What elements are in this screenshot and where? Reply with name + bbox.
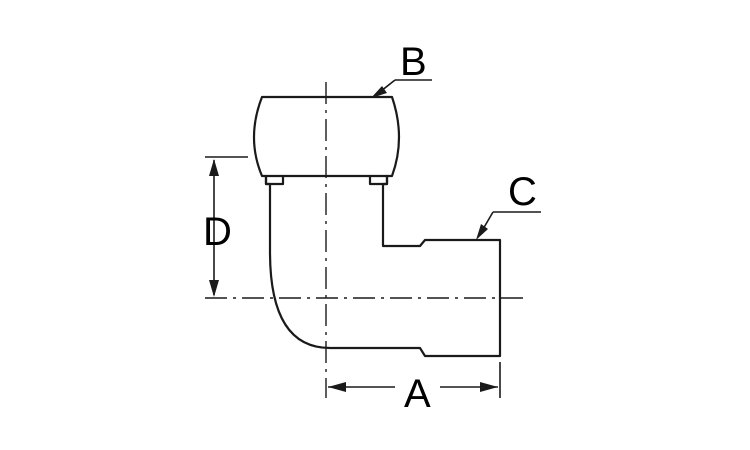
leader-b-arrow [371, 86, 387, 98]
socket-notch-left [264, 174, 285, 186]
label-c: C [508, 170, 537, 214]
label-b: B [400, 40, 427, 84]
socket-notch-right [368, 174, 389, 186]
nut-body [252, 95, 401, 178]
label-d: D [203, 210, 232, 254]
dim-a-arrow-right [480, 382, 498, 392]
label-a: A [404, 372, 431, 416]
dim-a-arrow-left [328, 382, 346, 392]
dim-d-arrow-bottom [209, 280, 219, 297]
dim-d-arrow-top [209, 159, 219, 176]
elbow-body [264, 174, 502, 358]
leader-c-arrow [476, 224, 488, 240]
